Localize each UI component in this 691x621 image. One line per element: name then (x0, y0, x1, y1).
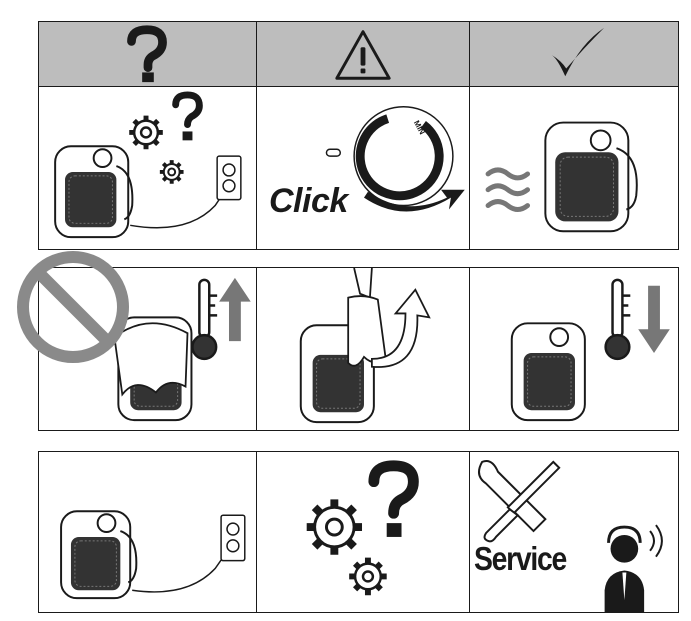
row1-problem-cell (38, 86, 257, 250)
covered-heater-illustration (113, 277, 251, 422)
gear-small-icon (349, 557, 387, 596)
service-label: Service (474, 540, 567, 577)
row3-cause-cell (256, 451, 470, 613)
lift-up-arrow-icon (371, 288, 431, 368)
row2-solution-cell (469, 267, 679, 431)
customer-support-agent-icon (604, 524, 663, 612)
question-mark-icon (172, 91, 203, 141)
temperature-up-arrow-icon (219, 277, 251, 342)
temperature-down-illustration (510, 278, 670, 422)
row1-solution-cell (469, 86, 679, 250)
header-cell-solution (469, 21, 679, 87)
towel-icon (347, 295, 387, 367)
prohibition-icon (17, 251, 129, 363)
wrench-icon (478, 460, 547, 533)
question-mark-icon (127, 25, 167, 83)
heater-icon (544, 121, 638, 233)
service-illustration (478, 460, 663, 612)
heater-icon (54, 145, 134, 239)
click-label: Click (269, 182, 348, 220)
row2-problem-cell (38, 267, 257, 431)
rotate-arrow-icon (363, 189, 465, 212)
header-cell-cause (256, 21, 470, 87)
question-mark-icon (368, 460, 419, 537)
heat-waves-icon (485, 167, 531, 212)
remove-towel-illustration (299, 268, 431, 424)
gear-icon (306, 499, 363, 555)
thermometer-icon (604, 278, 631, 361)
wall-socket-icon (220, 514, 246, 562)
warning-triangle-icon (335, 30, 391, 80)
row1-cause-cell: MIN Click (256, 86, 470, 250)
wall-socket-icon (216, 155, 242, 201)
off-indicator-icon (325, 148, 342, 157)
row3-solution-cell: Service (469, 451, 679, 613)
row2-cause-cell (256, 267, 470, 431)
towel-icon (113, 322, 189, 397)
heater-unplugged-illustration (54, 91, 242, 239)
malfunction-illustration (306, 460, 419, 596)
row3-problem-cell (38, 451, 257, 613)
gear-icon (129, 115, 163, 150)
hand-icon (353, 268, 373, 299)
heater-icon (510, 322, 586, 422)
gear-small-icon (159, 160, 184, 184)
header-cell-problem (38, 21, 257, 87)
temperature-down-arrow-icon (638, 285, 670, 353)
dial-turn-illustration (325, 106, 465, 212)
screwdriver-icon (483, 460, 561, 543)
heater-plugged-illustration (60, 510, 246, 600)
thermostat-dial-icon (353, 106, 454, 207)
thermometer-icon (191, 278, 218, 361)
heater-icon (60, 510, 138, 600)
heater-running-illustration (485, 121, 638, 233)
checkmark-icon (551, 27, 605, 77)
